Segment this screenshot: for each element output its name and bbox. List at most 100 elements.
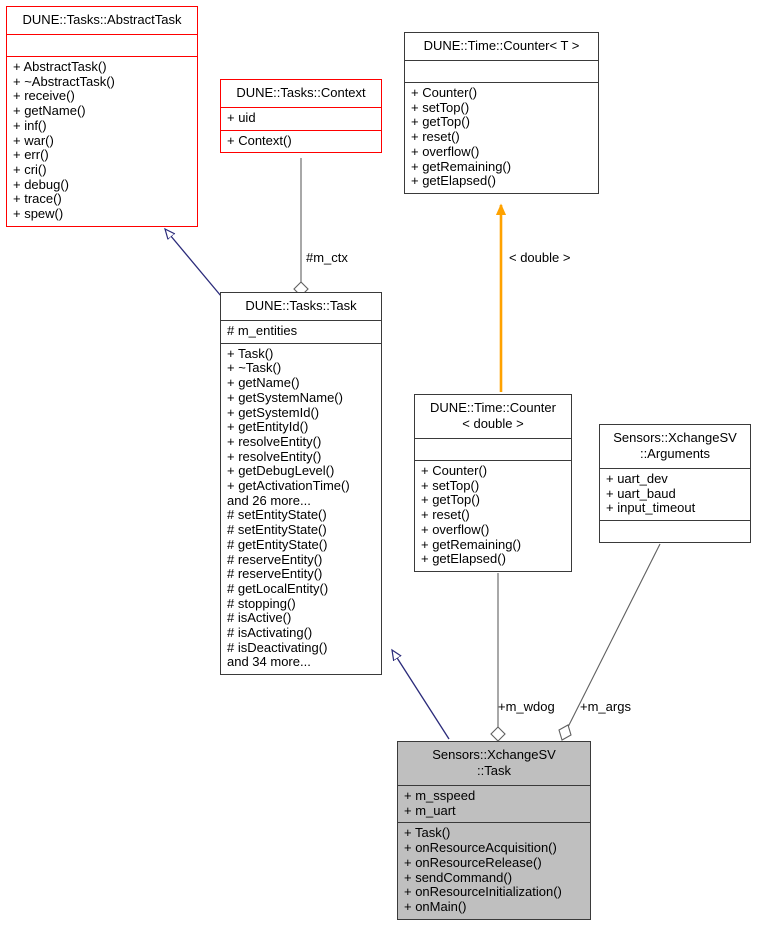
operation-row: + ~AbstractTask() (13, 73, 115, 89)
operation-row: + overflow() (421, 521, 490, 537)
class-title-counter-double: DUNE::Time::Counter < double > (415, 395, 571, 438)
operation-row: # reserveEntity() (227, 551, 323, 567)
class-operations-xchangesv-arguments (600, 520, 750, 542)
operation-row: # setEntityState() (227, 522, 327, 538)
operation-row: + getName() (227, 375, 300, 391)
operation-row: + cri() (13, 161, 47, 177)
operation-row: + Task() (227, 345, 274, 361)
class-node-xchangesv-task[interactable]: Sensors::XchangeSV ::Task + m_sspeed + m… (397, 741, 591, 920)
class-operations-abstract-task: + AbstractTask() + ~AbstractTask() + rec… (7, 56, 197, 226)
operation-row: + Counter() (421, 463, 488, 478)
class-node-task[interactable]: DUNE::Tasks::Task # m_entities + Task() … (220, 292, 382, 676)
operation-row: + getEntityId() (227, 419, 309, 435)
operation-row: + getTop() (411, 114, 470, 130)
edge-label-m-wdog: +m_wdog (498, 699, 555, 714)
attribute-row: + uid (227, 110, 256, 125)
class-attributes-xchangesv-arguments: + uart_dev + uart_baud + input_timeout (600, 468, 750, 520)
class-operations-task: + Task() + ~Task() + getName() + getSyst… (221, 342, 381, 674)
edge-label-m-args: +m_args (580, 699, 631, 714)
operation-row: + sendCommand() (404, 869, 513, 885)
class-attributes-counter-double (415, 438, 571, 460)
class-node-counter-template[interactable]: DUNE::Time::Counter< T > + Counter() + s… (404, 32, 599, 194)
operation-row: + getRemaining() (411, 158, 512, 174)
class-operations-context: + Context() (221, 129, 381, 153)
class-operations-counter-template: + Counter() + setTop() + getTop() + rese… (405, 82, 598, 193)
operation-row: # isActivating() (227, 625, 313, 641)
operation-row: # stopping() (227, 595, 296, 611)
class-node-xchangesv-arguments[interactable]: Sensors::XchangeSV ::Arguments + uart_de… (599, 424, 751, 544)
operation-row: + getActivationTime() (227, 478, 350, 494)
operation-row: + ~Task() (227, 360, 282, 376)
operation-row: + err() (13, 147, 49, 163)
class-title-xchangesv-task: Sensors::XchangeSV ::Task (398, 742, 590, 785)
class-title-abstract-task: DUNE::Tasks::AbstractTask (22, 12, 182, 27)
operation-row: + onResourceAcquisition() (404, 840, 557, 856)
operation-row: + reset() (421, 507, 470, 523)
edge-label-double: < double > (509, 250, 571, 265)
operation-row: + Task() (404, 825, 451, 841)
operation-row: + getName() (13, 103, 86, 119)
operation-row: + getSystemName() (227, 389, 343, 405)
operation-row: + inf() (13, 117, 47, 133)
attribute-row: + uart_baud (606, 485, 676, 501)
operation-row: + getRemaining() (421, 536, 522, 552)
attribute-row: + uart_dev (606, 471, 668, 486)
edge-label-m-ctx: #m_ctx (306, 250, 348, 265)
class-node-abstract-task[interactable]: DUNE::Tasks::AbstractTask + AbstractTask… (6, 6, 198, 227)
operation-row: + Counter() (411, 85, 478, 100)
edge-task-aggregates-context (293, 158, 309, 297)
class-title-task: DUNE::Tasks::Task (245, 298, 357, 313)
operation-row: + resolveEntity() (227, 433, 322, 449)
attribute-row: + m_sspeed (404, 788, 476, 803)
operation-row: + AbstractTask() (13, 59, 107, 74)
class-attributes-xchangesv-task: + m_sspeed + m_uart (398, 785, 590, 822)
operation-row: + Context() (227, 132, 292, 148)
operation-row: and 26 more... (227, 492, 311, 508)
operation-row: + getTop() (421, 492, 480, 508)
operation-row: # getLocalEntity() (227, 580, 329, 596)
operation-row: + getElapsed() (421, 551, 506, 567)
operation-row: + war() (13, 132, 54, 148)
operation-row: + reset() (411, 129, 460, 145)
operation-row: + onMain() (404, 898, 467, 914)
attribute-row: + input_timeout (606, 500, 696, 516)
operation-row: + setTop() (411, 99, 470, 115)
class-node-counter-double[interactable]: DUNE::Time::Counter < double > + Counter… (414, 394, 572, 572)
class-node-context[interactable]: DUNE::Tasks::Context + uid + Context() (220, 79, 382, 154)
operation-row: + debug() (13, 176, 70, 192)
operation-row: + setTop() (421, 477, 480, 493)
operation-row: + overflow() (411, 143, 480, 159)
operation-row: + trace() (13, 191, 62, 207)
operation-row: + getSystemId() (227, 404, 320, 420)
class-title-line-2: ::Arguments (639, 446, 711, 461)
attribute-row: # m_entities (227, 323, 298, 338)
class-title-line-1: DUNE::Time::Counter (430, 400, 556, 415)
class-attributes-counter-template (405, 60, 598, 82)
operation-row: + onResourceRelease() (404, 854, 542, 870)
class-operations-counter-double: + Counter() + setTop() + getTop() + rese… (415, 460, 571, 571)
attribute-row: + m_uart (404, 802, 456, 818)
operation-row: # isActive() (227, 610, 292, 626)
operation-row: # getEntityState() (227, 536, 328, 552)
class-attributes-task: # m_entities (221, 320, 381, 343)
class-title-line-2: < double > (462, 416, 524, 431)
operation-row: + onResourceInitialization() (404, 884, 562, 900)
class-title-line-2: ::Task (477, 763, 511, 778)
operation-row: and 34 more... (227, 654, 311, 670)
class-title-line-1: Sensors::XchangeSV (613, 430, 737, 445)
class-attributes-context: + uid (221, 107, 381, 130)
class-title-context: DUNE::Tasks::Context (236, 85, 366, 100)
operation-row: # isDeactivating() (227, 639, 328, 655)
operation-row: # setEntityState() (227, 507, 327, 523)
class-attributes-abstract-task (7, 34, 197, 56)
class-operations-xchangesv-task: + Task() + onResourceAcquisition() + onR… (398, 822, 590, 918)
edge-task-inherits-abstracttask (165, 229, 222, 297)
operation-row: + resolveEntity() (227, 448, 322, 464)
operation-row: + receive() (13, 88, 75, 104)
operation-row: + getDebugLevel() (227, 463, 335, 479)
class-title-xchangesv-arguments: Sensors::XchangeSV ::Arguments (600, 425, 750, 468)
class-title-counter-template: DUNE::Time::Counter< T > (423, 38, 580, 53)
class-title-line-1: Sensors::XchangeSV (432, 747, 556, 762)
edge-xchangesv-task-aggregates-wdog (490, 573, 506, 742)
